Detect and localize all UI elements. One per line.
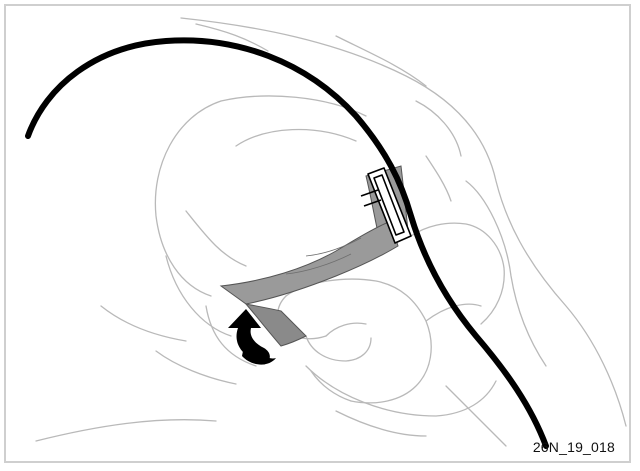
strap-tightening-illustration — [6, 6, 631, 463]
illustration-frame: 26N_19_018 — [4, 4, 631, 463]
body-outline — [36, 18, 626, 446]
figure-id-label: 26N_19_018 — [533, 439, 615, 455]
cable — [28, 40, 546, 446]
strap-wrapped-band — [221, 221, 398, 304]
